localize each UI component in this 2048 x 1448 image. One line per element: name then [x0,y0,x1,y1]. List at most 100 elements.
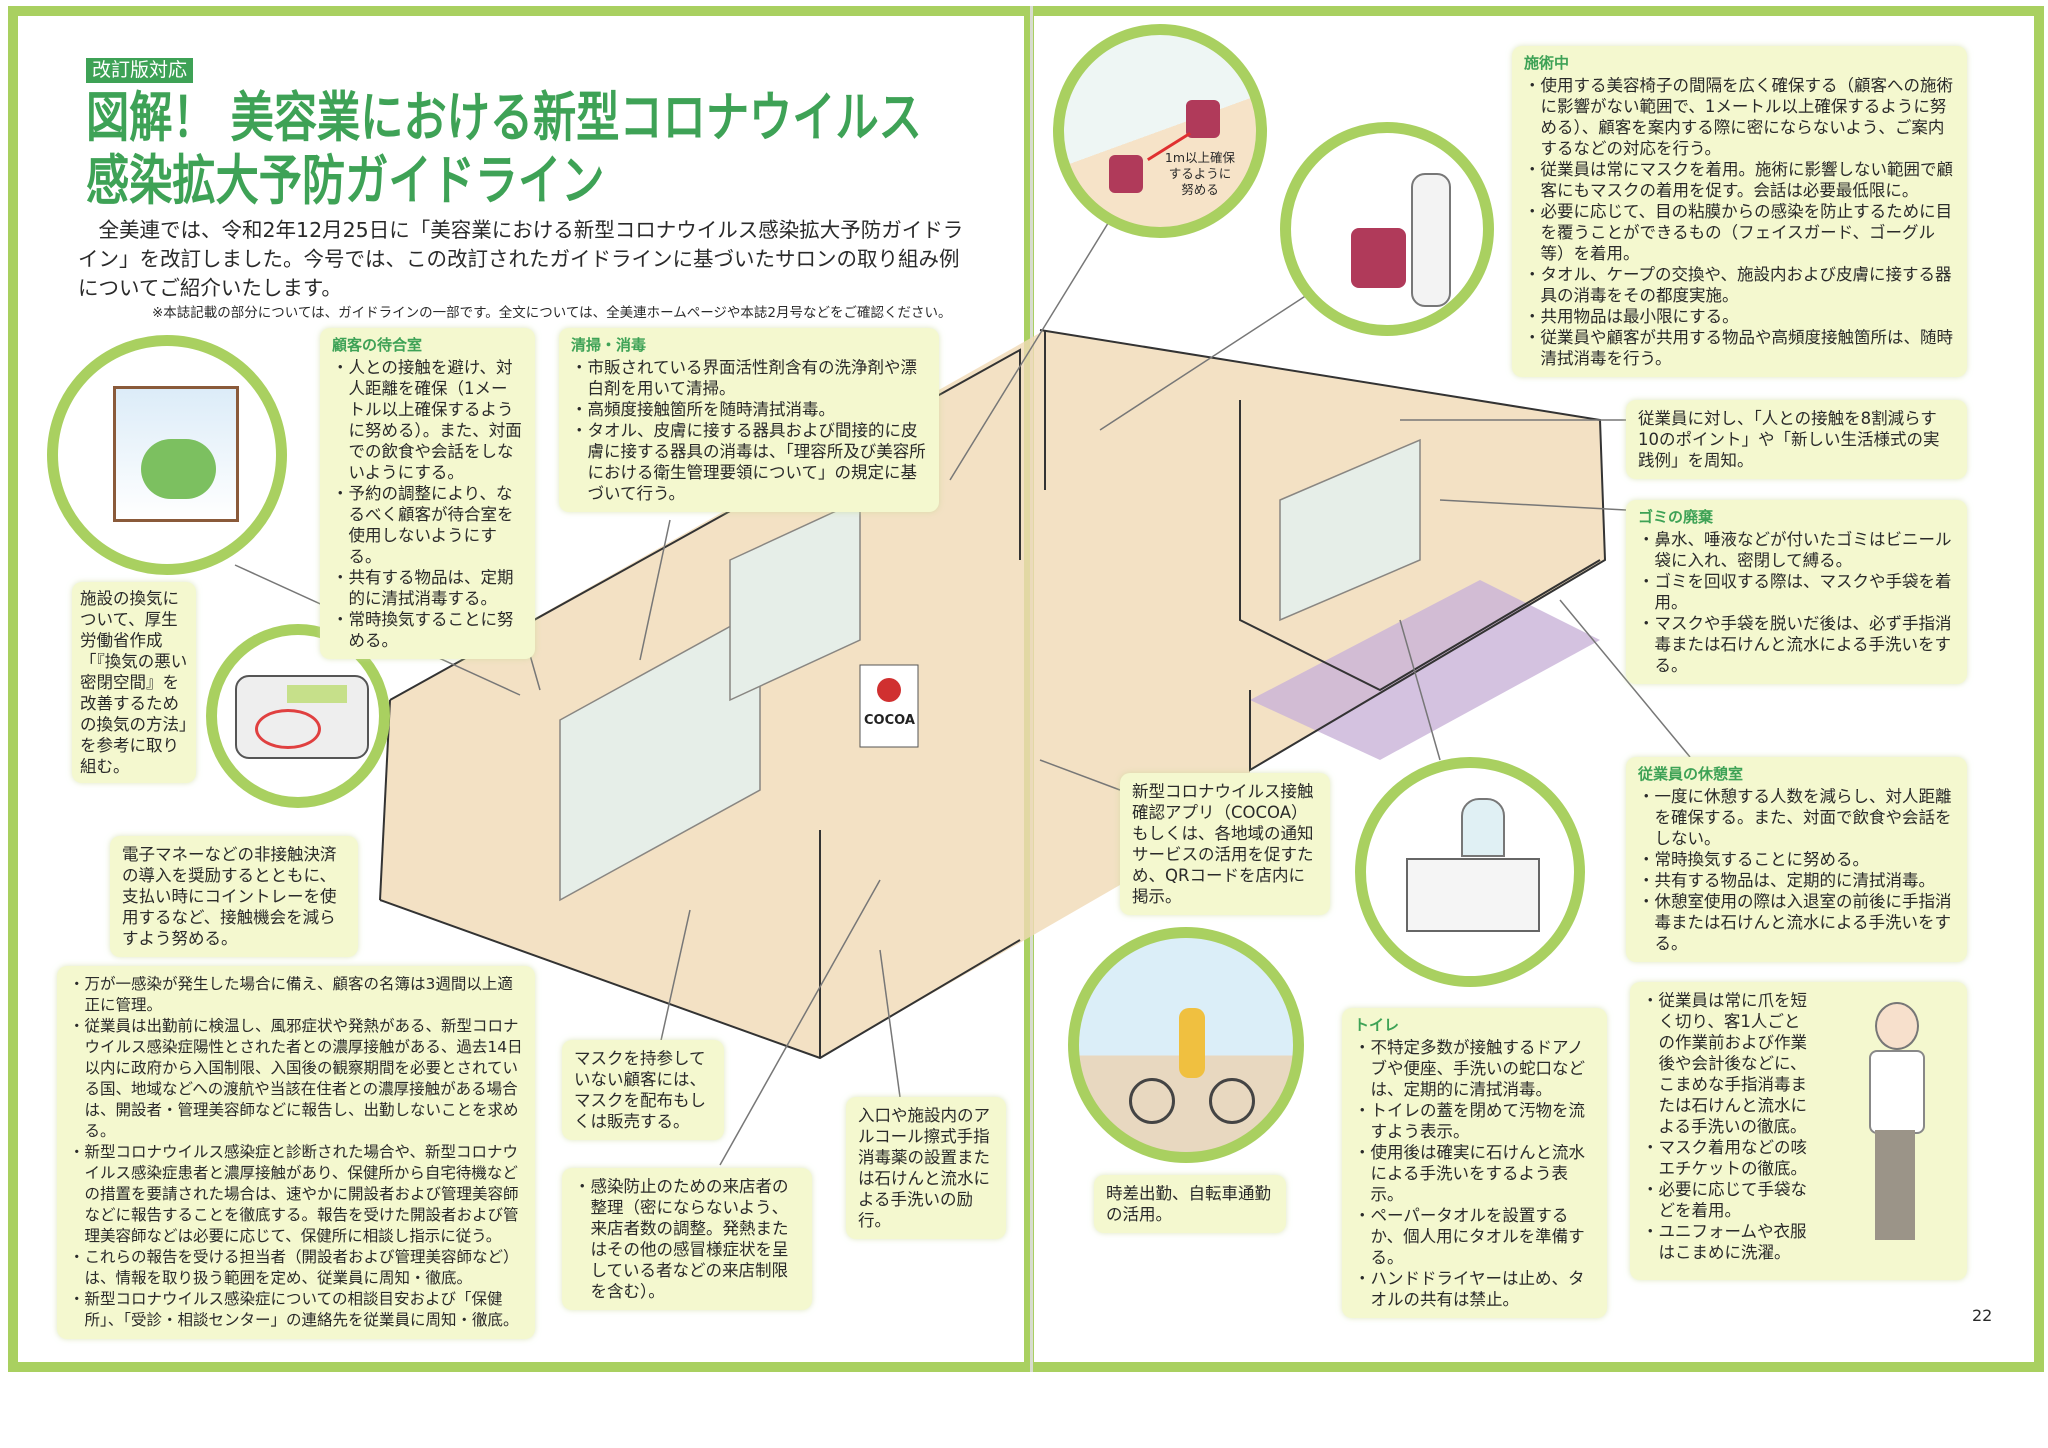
cashless-terminal-circle [206,624,390,808]
garbage-box: ゴミの廃棄 鼻水、唾液などが付いたゴミはビニール袋に入れ、密閉して縛る。 ゴミを… [1626,500,1967,684]
ventilation-box: 施設の換気について、厚生労働省作成「『換気の悪い密閉空間』を改善するための換気の… [72,582,196,783]
visitor-control-box: 感染防止のための来店者の整理（密にならないよう、来店者数の調整。発熱またはその他… [562,1168,812,1310]
chair-icon [1186,100,1220,138]
list-item: 必要に応じて手袋などを着用。 [1642,1179,1812,1221]
bicycle-commute-circle [1068,927,1304,1163]
list-item: 市販されている界面活性剤含有の洗浄剤や漂白剤を用いて清掃。 [571,357,927,399]
entrance-box: 入口や施設内のアルコール擦式手指消毒薬の設置または石けんと流水による手洗いの励行… [846,1097,1006,1239]
list-item: 新型コロナウイルス感染症と診断された場合や、新型コロナウイルス感染症患者と濃厚接… [69,1142,523,1247]
list-item: 新型コロナウイルス感染症についての相談目安および「保健所」、「受診・相談センター… [69,1289,523,1331]
list-item: 必要に応じて、目の粘膜からの感染を防止するために目を覆うことができるもの（フェイ… [1524,201,1955,264]
list-item: 万が一感染が発生した場合に備え、顧客の名簿は3週間以上適正に管理。 [69,974,523,1016]
list-item: 共用物品は最小限にする。 [1524,306,1955,327]
break-room-heading: 従業員の休憩室 [1638,765,1744,783]
toilet-box: トイレ 不特定多数が接触するドアノブや便座、手洗いの蛇口などは、定期的に清拭消毒… [1342,1008,1607,1318]
list-item: 休憩室使用の際は入退室の前後に手指消毒または石けんと流水による手洗いをする。 [1638,891,1955,954]
list-item: トイレの蓋を閉めて汚物を流すよう表示。 [1354,1100,1595,1142]
toilet-heading: トイレ [1354,1016,1400,1034]
list-item: 一度に休憩する人数を減らし、対人距離を確保する。また、対面で飲食や会話をしない。 [1638,786,1955,849]
list-item: 従業員は常に爪を短く切り、客1人ごとの作業前および作業後や会計後などに、こまめな… [1642,990,1812,1137]
list-item: 感染防止のための来店者の整理（密にならないよう、来店者数の調整。発熱またはその他… [574,1176,800,1302]
list-item: ユニフォームや衣服はこまめに洗濯。 [1642,1221,1812,1263]
list-item: 高頻度接触箇所を随時清拭消毒。 [571,399,927,420]
treatment-heading: 施術中 [1524,54,1570,72]
list-item: 常時換気することに努める。 [1638,849,1955,870]
list-item: ハンドドライヤーは止め、タオルの共有は禁止。 [1354,1268,1595,1310]
client-chair-icon [1351,228,1406,288]
waiting-room-heading: 顧客の待合室 [332,336,423,354]
list-item: 従業員や顧客が共用する物品や高頻度接触箇所は、随時清拭消毒を行う。 [1524,327,1955,369]
list-item: ゴミを回収する際は、マスクや手袋を着用。 [1638,571,1955,613]
cocoa-poster-label: COCOA [864,713,915,728]
cocoa-poster [859,664,919,748]
chair-distance-label: 1m以上確保するように努める [1164,150,1236,197]
staff-notice-box: 従業員に対し、「人との接触を8割減らす10のポイント」や「新しい生活様式の実践例… [1626,400,1967,479]
cocoa-box: 新型コロナウイルス接触確認アプリ（COCOA）もしくは、各地域の通知サービスの活… [1120,773,1330,915]
masks-box: マスクを持参していない顧客には、マスクを配布もしくは販売する。 [562,1040,724,1140]
payment-terminal-icon [235,675,369,759]
masks-text: マスクを持参していない顧客には、マスクを配布もしくは販売する。 [574,1049,706,1131]
garbage-heading: ゴミの廃棄 [1638,508,1714,526]
list-item: 使用後は確実に石けんと流水による手洗いをするよう表示。 [1354,1142,1595,1205]
page-title-line2: 感染拡大予防ガイドライン [86,149,605,212]
note-text: ※本誌記載の部分については、ガイドラインの一部です。全文については、全美連ホーム… [152,305,952,321]
revised-badge: 改訂版対応 [86,58,194,83]
hygiene-box: 従業員は常に爪を短く切り、客1人ごとの作業前および作業後や会計後などに、こまめな… [1630,982,1967,1280]
cyclist-figure [1179,1008,1205,1078]
list-item: 常時換気することに努める。 [332,609,523,651]
list-item: 共有する物品は、定期的に清拭消毒。 [1638,870,1955,891]
page-title-line1: 図解！ 美容業における新型コロナウイルス [86,86,922,149]
staff-pants [1875,1130,1915,1240]
cleaning-box: 清掃・消毒 市販されている界面活性剤含有の洗浄剤や漂白剤を用いて清掃。 高頻度接… [559,328,939,512]
staff-health-box: 万が一感染が発生した場合に備え、顧客の名簿は3週間以上適正に管理。 従業員は出勤… [57,966,535,1339]
list-item: 共有する物品は、定期的に清拭消毒する。 [332,567,523,609]
cashless-text: 電子マネーなどの非接触決済の導入を奨励するとともに、支払い時にコイントレーを使用… [122,845,337,948]
terminal-screen [287,685,347,703]
list-item: 予約の調整により、なるべく顧客が待合室を使用しないようにする。 [332,483,523,567]
sink-icon [1406,858,1540,932]
face-shield-icon [1875,1002,1919,1050]
staff-shirt [1869,1050,1925,1134]
list-item: 鼻水、唾液などが付いたゴミはビニール袋に入れ、密閉して縛る。 [1638,529,1955,571]
list-item: タオル、皮膚に接する器具および間接的に皮膚に接する器具の消毒は、「理容所及び美容… [571,420,927,504]
window-ventilation-circle [47,335,287,575]
treatment-box: 施術中 使用する美容椅子の間隔を広く確保する（顧客への施術に影響がない範囲で、1… [1512,46,1967,377]
window-icon [113,386,239,522]
right-page-frame [1030,6,2044,1372]
chair-icon [1109,155,1143,193]
commute-text: 時差出勤、自転車通勤の活用。 [1106,1184,1271,1224]
list-item: 従業員は出勤前に検温し、風邪症状や発熱がある、新型コロナウイルス感染症陽性とされ… [69,1016,523,1142]
chair-distance-circle: 1m以上確保するように努める [1053,24,1267,238]
intro-text: 全美連では、令和2年12月25日に「美容業における新型コロナウイルス感染拡大予防… [78,218,964,300]
list-item: 人との接触を避け、対人距離を確保（1メートル以上確保するように努める）。また、対… [332,357,523,483]
list-item: 従業員は常にマスクを着用。施術に影響しない範囲で顧客にもマスクの着用を促す。会話… [1524,159,1955,201]
entrance-text: 入口や施設内のアルコール擦式手指消毒薬の設置または石けんと流水による手洗いの励行… [858,1106,990,1230]
list-item: 不特定多数が接触するドアノブや便座、手洗いの蛇口などは、定期的に清拭消毒。 [1354,1037,1595,1100]
acrylic-partitions [559,438,1421,902]
mirror-icon [1461,798,1505,857]
stylist-figure [1411,173,1451,307]
cocoa-text: 新型コロナウイルス接触確認アプリ（COCOA）もしくは、各地域の通知サービスの活… [1132,782,1314,906]
page-number: 22 [1972,1306,1993,1325]
list-item: ペーパータオルを設置するか、個人用にタオルを準備する。 [1354,1205,1595,1268]
hairdresser-circle [1280,122,1494,336]
staff-notice-text: 従業員に対し、「人との接触を8割減らす10のポイント」や「新しい生活様式の実践例… [1638,409,1940,470]
list-item: マスクや手袋を脱いだ後は、必ず手指消毒または石けんと流水による手洗いをする。 [1638,613,1955,676]
list-item: マスク着用などの咳エチケットの徹底。 [1642,1137,1812,1179]
commute-box: 時差出勤、自転車通勤の活用。 [1094,1175,1286,1233]
salon-walls [379,329,1607,1060]
tree-icon [141,439,216,499]
break-room-box: 従業員の休憩室 一度に休憩する人数を減らし、対人距離を確保する。また、対面で飲食… [1626,757,1967,962]
bicycle-icon-rear [1209,1078,1255,1124]
list-item: 使用する美容椅子の間隔を広く確保する（顧客への施術に影響がない範囲で、1メートル… [1524,75,1955,159]
nfc-ring [255,709,321,749]
staff-figure [1865,1002,1925,1252]
list-item: タオル、ケープの交換や、施設内および皮膚に接する器具の消毒をその都度実施。 [1524,264,1955,306]
list-item: これらの報告を受ける担当者（開設者および管理美容師など）は、情報を取り扱う範囲を… [69,1247,523,1289]
break-room-sink-circle [1355,757,1585,987]
bicycle-icon [1129,1078,1175,1124]
ventilation-text: 施設の換気について、厚生労働省作成「『換気の悪い密閉空間』を改善するための換気の… [80,589,188,776]
cleaning-heading: 清掃・消毒 [571,336,647,354]
waiting-room-box: 顧客の待合室 人との接触を避け、対人距離を確保（1メートル以上確保するように努め… [320,328,535,659]
